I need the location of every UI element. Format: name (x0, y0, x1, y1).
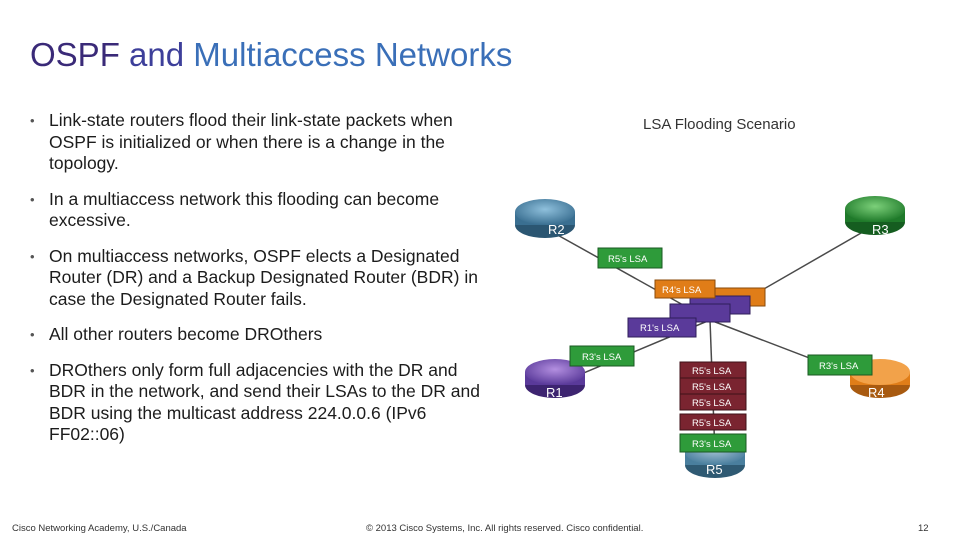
svg-text:R3's LSA: R3's LSA (819, 361, 859, 372)
lsa-r1-label: R1's LSA (640, 323, 680, 334)
lsa-r5-stack: R5's LSA R5's LSA R5's LSA R5's LSA (679, 361, 747, 431)
svg-text:R3's LSA: R3's LSA (582, 352, 622, 363)
bullet-item: On multiaccess networks, OSPF elects a D… (30, 246, 485, 311)
svg-text:R3's LSA: R3's LSA (692, 439, 732, 450)
svg-text:R5's LSA: R5's LSA (692, 398, 732, 409)
lsa-flooding-diagram: R2 R3 R1 R4 R5 R5's LSA R4's LSA R1's LS… (515, 196, 910, 478)
bullet-item: Link-state routers flood their link-stat… (30, 110, 485, 175)
title-word-ospf: OSPF (30, 36, 120, 73)
bullet-item: In a multiaccess network this flooding c… (30, 189, 485, 232)
page-number: 12 (918, 523, 929, 534)
svg-text:R5's LSA: R5's LSA (608, 254, 648, 265)
lsa-r4-label: R4's LSA (662, 285, 702, 296)
router-label-r2: R2 (548, 222, 565, 237)
lsa-r3-to-r5: R3's LSA (679, 433, 747, 453)
router-r4: R4 (850, 359, 910, 400)
router-r3: R3 (845, 196, 905, 237)
lsa-r3-to-r1: R3's LSA (569, 345, 635, 367)
bullet-item: All other routers become DROthers (30, 324, 485, 346)
diagram-title: LSA Flooding Scenario (643, 116, 796, 133)
lsa-center-stack: R4's LSA R1's LSA (627, 279, 766, 338)
bullet-item: DROthers only form full adjacencies with… (30, 360, 485, 446)
lsa-r5-to-r2: R5's LSA (597, 247, 663, 269)
svg-text:R5's LSA: R5's LSA (692, 366, 732, 377)
title-word-and: and (129, 36, 185, 73)
footer-copyright: © 2013 Cisco Systems, Inc. All rights re… (366, 523, 644, 534)
router-label-r5: R5 (706, 462, 723, 477)
slide-title: OSPF and Multiaccess Networks (30, 36, 512, 74)
bullet-list: Link-state routers flood their link-stat… (30, 110, 485, 460)
footer-left: Cisco Networking Academy, U.S./Canada (12, 523, 187, 534)
title-word-multiaccess: Multiaccess Networks (193, 36, 513, 73)
lsa-r3-to-r4: R3's LSA (807, 354, 873, 376)
router-label-r4: R4 (868, 385, 885, 400)
router-label-r1: R1 (546, 385, 563, 400)
router-r2: R2 (515, 199, 575, 238)
svg-text:R5's LSA: R5's LSA (692, 418, 732, 429)
svg-text:R5's LSA: R5's LSA (692, 382, 732, 393)
router-label-r3: R3 (872, 222, 889, 237)
